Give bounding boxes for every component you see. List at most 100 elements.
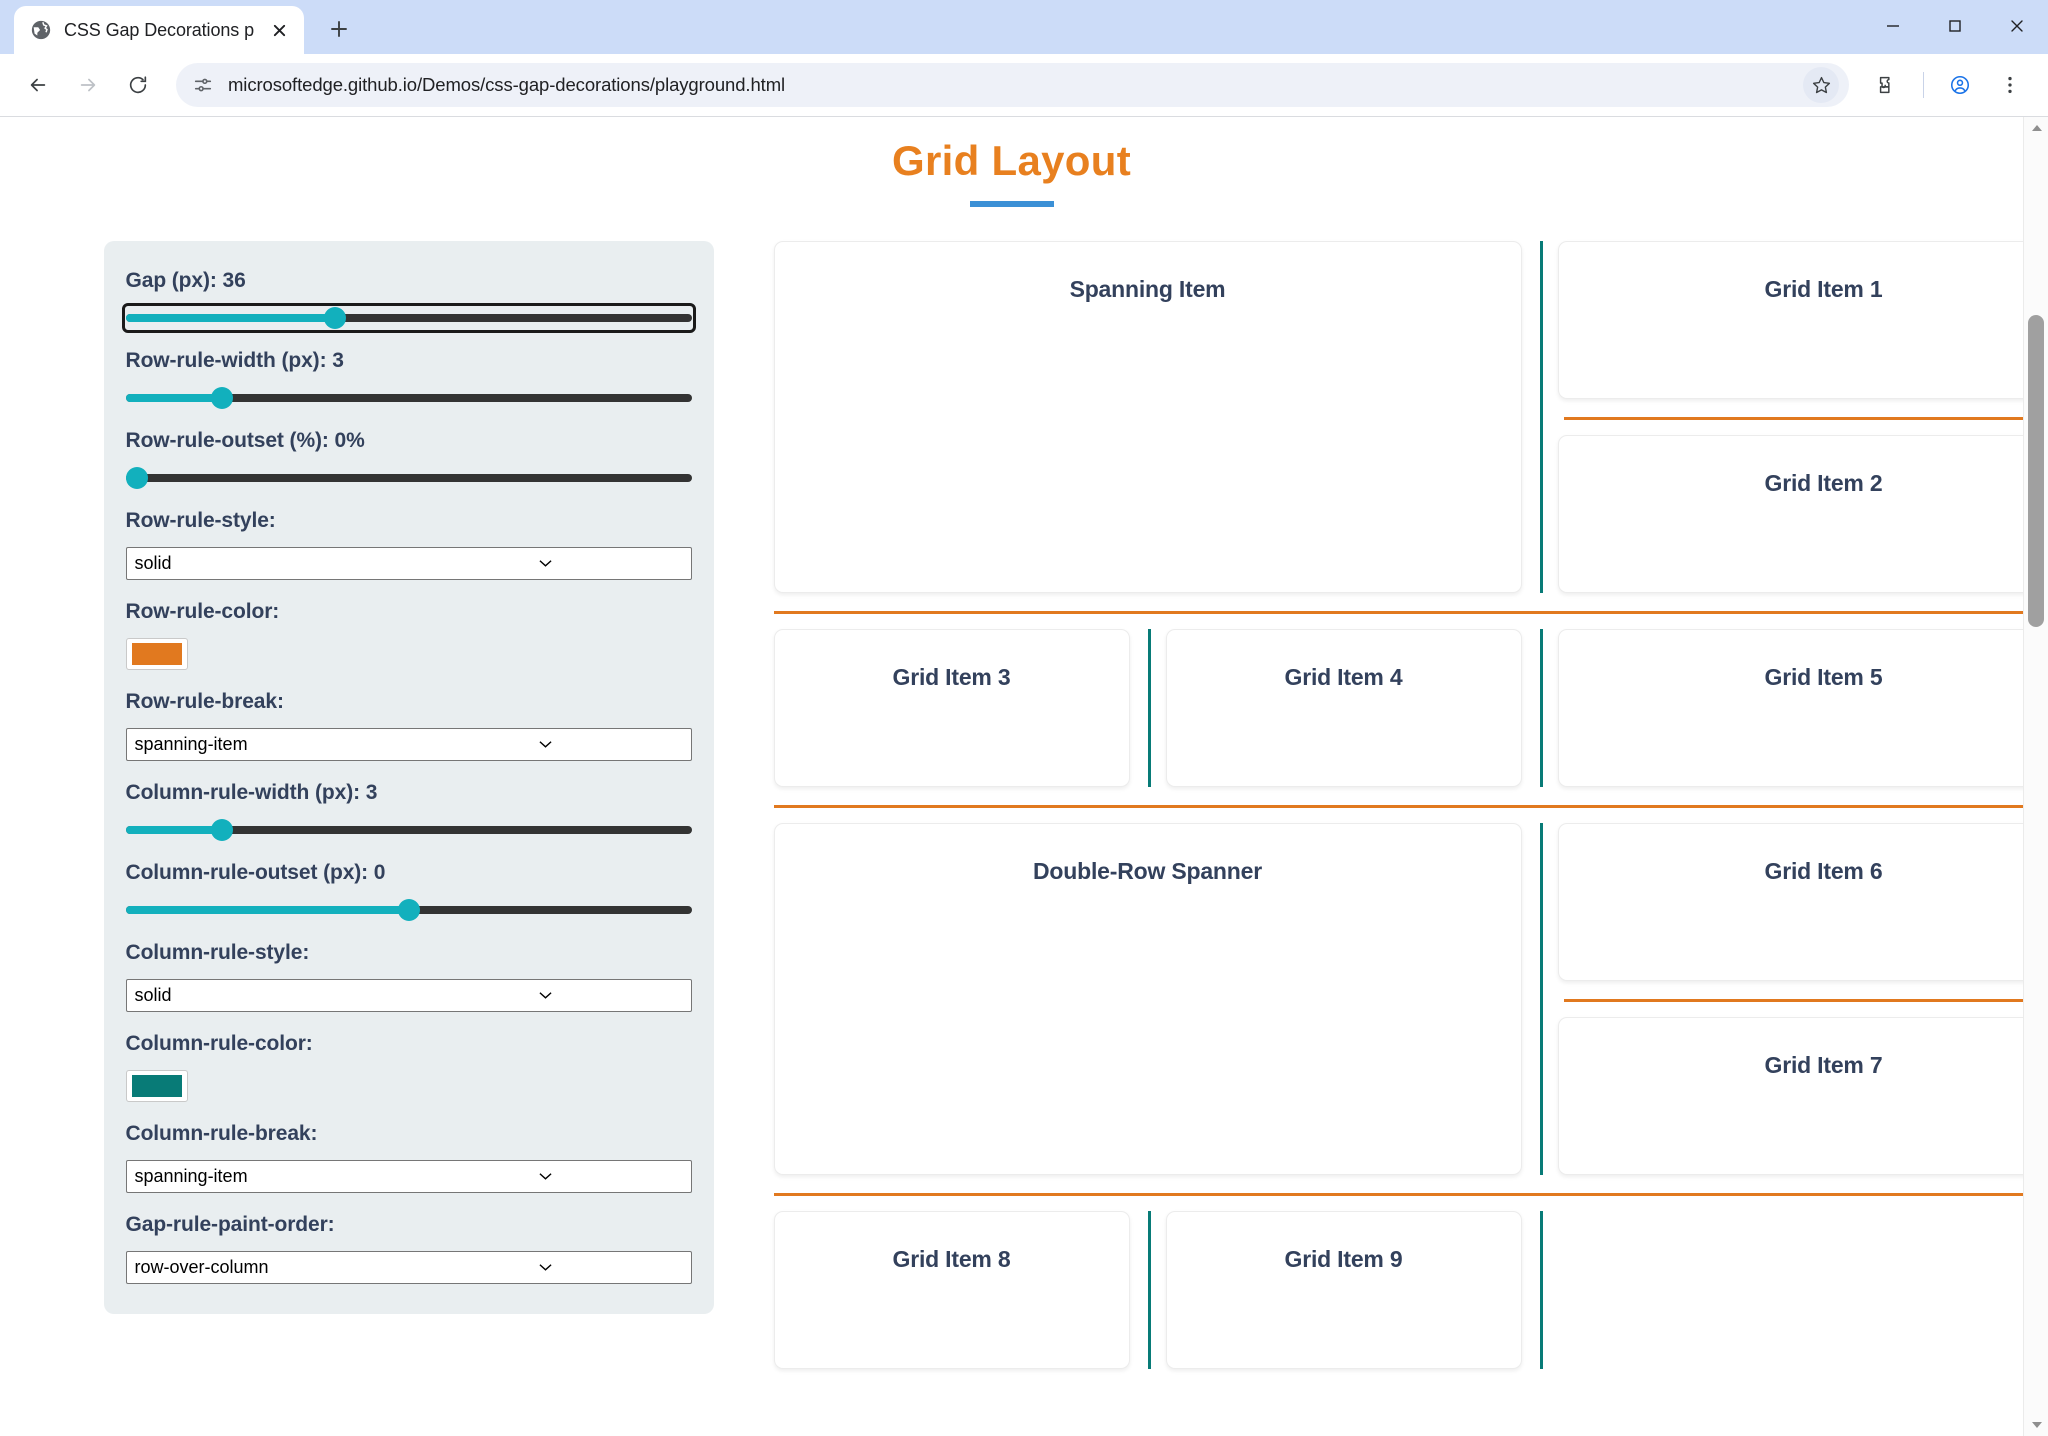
grid-cell-label: Spanning Item — [1069, 276, 1226, 302]
control-column-rule-color: Column-rule-color: — [125, 1032, 692, 1102]
slider-thumb[interactable] — [323, 307, 346, 329]
row-rule-color-picker[interactable] — [125, 638, 188, 670]
column-rule-c2-r6 — [1539, 1211, 1543, 1369]
column-rule-style-select[interactable]: solid — [125, 979, 692, 1012]
column-rule-c2-r3 — [1539, 629, 1543, 787]
column-rule-break-value: spanning-item — [134, 1166, 248, 1186]
slider-thumb[interactable] — [125, 467, 148, 489]
row-rule-break-select[interactable]: spanning-item — [125, 728, 692, 761]
column-rule-style-value: solid — [134, 985, 172, 1005]
column-rule-c1-r6 — [1147, 1211, 1151, 1369]
slider-fill — [125, 314, 335, 322]
control-label-gap: Gap (px): 36 — [125, 269, 246, 292]
slider-thumb[interactable] — [210, 819, 233, 841]
column-rule-width-slider[interactable] — [125, 819, 692, 841]
control-label-row-rule-color: Row-rule-color: — [125, 600, 280, 623]
control-label-column-rule-style: Column-rule-style: — [125, 941, 310, 964]
three-dots-menu-icon[interactable] — [1988, 63, 2032, 107]
profile-avatar-icon[interactable] — [1938, 63, 1982, 107]
grid-cell-item-1[interactable]: Grid Item 1 — [1557, 241, 2023, 399]
slider-track — [125, 314, 692, 322]
scrollbar-thumb[interactable] — [2028, 315, 2044, 627]
slider-track — [125, 394, 692, 402]
star-icon[interactable] — [1803, 67, 1839, 103]
control-column-rule-width: Column-rule-width (px): 3 — [125, 781, 692, 841]
reload-icon[interactable] — [116, 63, 160, 107]
window-controls — [1862, 0, 2048, 52]
row-rule-full-r3 — [773, 805, 2023, 808]
site-settings-icon[interactable] — [192, 74, 214, 96]
slider-fill — [125, 826, 222, 834]
chevron-down-icon — [409, 556, 683, 572]
control-column-rule-outset: Column-rule-outset (px): 0 — [125, 861, 692, 921]
chevron-down-icon — [409, 988, 683, 1004]
slider-thumb[interactable] — [210, 387, 233, 409]
slider-fill — [125, 906, 409, 914]
browser-toolbar: microsoftedge.github.io/Demos/css-gap-de… — [0, 54, 2048, 116]
grid-cell-item-2[interactable]: Grid Item 2 — [1557, 435, 2023, 593]
column-rule-c2-r12 — [1539, 241, 1543, 593]
grid-container: Spanning Item Grid Item 1 Grid Item 2 — [773, 241, 2023, 1369]
grid-cell-label: Grid Item 3 — [892, 664, 1011, 690]
slider-thumb[interactable] — [397, 899, 420, 921]
column-rule-break-select[interactable]: spanning-item — [125, 1160, 692, 1193]
grid-cell-item-4[interactable]: Grid Item 4 — [1165, 629, 1522, 787]
row-rule-width-slider[interactable] — [125, 387, 692, 409]
control-gap-rule-paint-order: Gap-rule-paint-order: row-over-column — [125, 1213, 692, 1284]
extensions-puzzle-icon[interactable] — [1865, 63, 1909, 107]
vertical-scrollbar[interactable] — [2023, 117, 2048, 1436]
column-rule-c1-r3 — [1147, 629, 1151, 787]
address-bar[interactable]: microsoftedge.github.io/Demos/css-gap-de… — [176, 63, 1849, 107]
grid-cell-item-9[interactable]: Grid Item 9 — [1165, 1211, 1522, 1369]
scroll-up-arrow-icon[interactable] — [2024, 117, 2048, 139]
grid-cell-label: Grid Item 9 — [1284, 1246, 1403, 1272]
grid-cell-label: Grid Item 2 — [1764, 470, 1883, 496]
new-tab-button[interactable] — [316, 6, 362, 52]
grid-cell-spanning-item[interactable]: Spanning Item — [773, 241, 1522, 593]
maximize-icon[interactable] — [1924, 0, 1986, 52]
window-close-icon[interactable] — [1986, 0, 2048, 52]
control-column-rule-style: Column-rule-style: solid — [125, 941, 692, 1012]
grid-cell-item-3[interactable]: Grid Item 3 — [773, 629, 1130, 787]
row-rule-full-r5 — [773, 1193, 2023, 1196]
column-rule-outset-slider[interactable] — [125, 899, 692, 921]
slider-fill — [125, 394, 222, 402]
grid-cell-label: Grid Item 5 — [1764, 664, 1883, 690]
page-layout: Gap (px): 36 Row-rule-width (px): 3 — [103, 241, 2023, 1369]
control-row-rule-outset: Row-rule-outset (%): 0% — [125, 429, 692, 489]
control-row-rule-break: Row-rule-break: spanning-item — [125, 690, 692, 761]
control-label-column-rule-break: Column-rule-break: — [125, 1122, 318, 1145]
grid-cell-double-row-spanner[interactable]: Double-Row Spanner — [773, 823, 1522, 1175]
page-scroll-area: Grid Layout Gap (px): 36 — [0, 117, 2023, 1436]
gap-rule-paint-order-select[interactable]: row-over-column — [125, 1251, 692, 1284]
row-rule-style-select[interactable]: solid — [125, 547, 692, 580]
tab-close-icon[interactable] — [266, 17, 292, 43]
page-content: Grid Layout Gap (px): 36 — [52, 117, 2023, 1436]
row-rule-style-value: solid — [134, 553, 172, 573]
column-rule-color-picker[interactable] — [125, 1070, 188, 1102]
column-rule-color-swatch — [131, 1075, 182, 1097]
title-underline — [969, 201, 1054, 207]
grid-cell-label: Double-Row Spanner — [1033, 858, 1262, 884]
gap-slider[interactable] — [121, 303, 696, 333]
page-title: Grid Layout — [892, 137, 1131, 184]
grid-cell-item-5[interactable]: Grid Item 5 — [1557, 629, 2023, 787]
back-arrow-icon[interactable] — [16, 63, 60, 107]
scroll-down-arrow-icon[interactable] — [2024, 1414, 2048, 1436]
grid-cell-item-7[interactable]: Grid Item 7 — [1557, 1017, 2023, 1175]
globe-icon — [30, 19, 52, 41]
control-label-row-rule-style: Row-rule-style: — [125, 509, 276, 532]
url-text: microsoftedge.github.io/Demos/css-gap-de… — [228, 74, 786, 95]
control-label-row-rule-width: Row-rule-width (px): 3 — [125, 349, 344, 372]
slider-track — [125, 826, 692, 834]
grid-cell-item-6[interactable]: Grid Item 6 — [1557, 823, 2023, 981]
grid-cell-label: Grid Item 1 — [1764, 276, 1883, 302]
minimize-icon[interactable] — [1862, 0, 1924, 52]
grid-cell-label: Grid Item 8 — [892, 1246, 1011, 1272]
browser-tab[interactable]: CSS Gap Decorations playgroun — [14, 6, 304, 54]
row-rule-outset-slider[interactable] — [125, 467, 692, 489]
control-label-column-rule-color: Column-rule-color: — [125, 1032, 313, 1055]
forward-arrow-icon[interactable] — [66, 63, 110, 107]
grid-cell-item-8[interactable]: Grid Item 8 — [773, 1211, 1130, 1369]
